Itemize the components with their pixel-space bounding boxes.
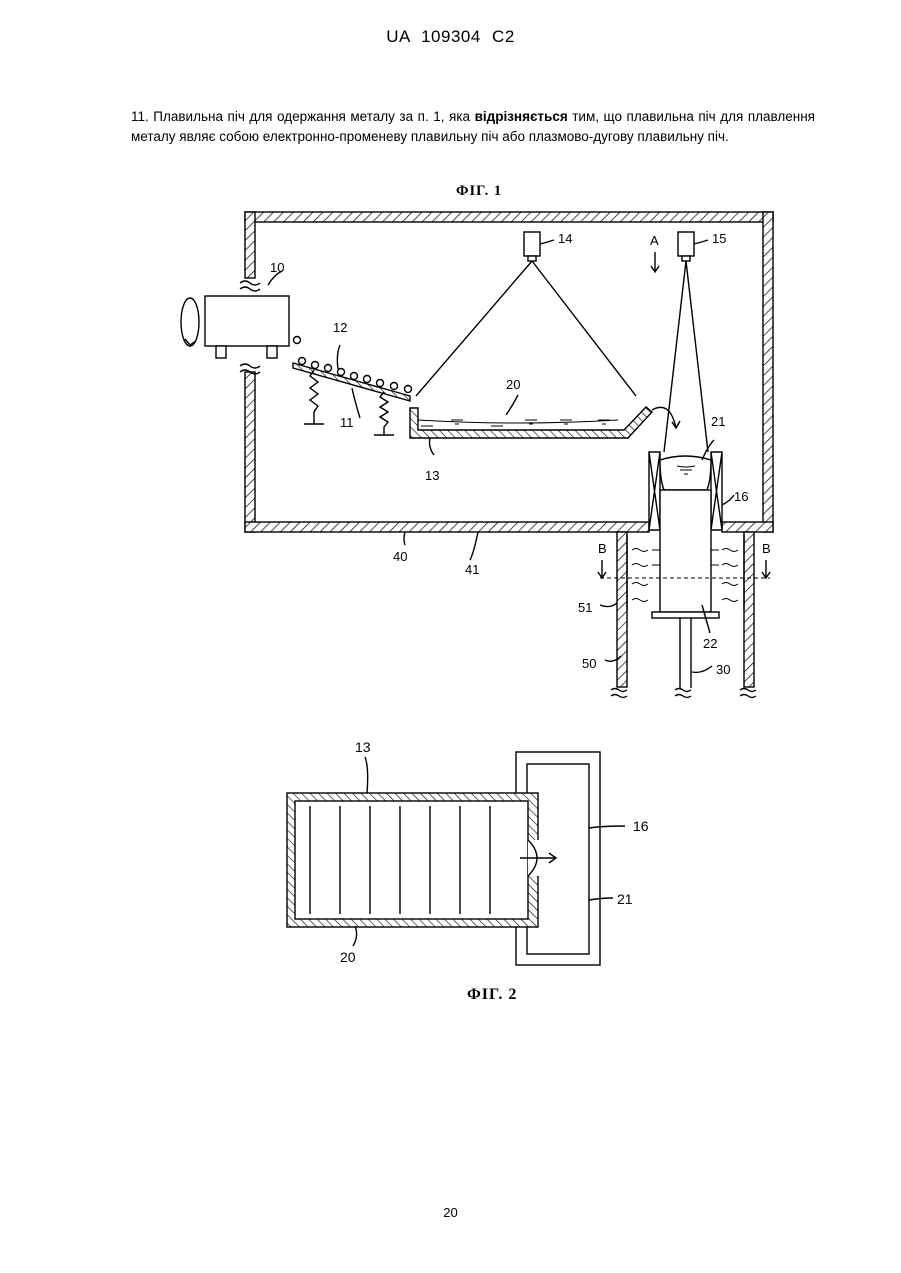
fig1-label-12: 12 — [333, 320, 347, 335]
fig2-label-16: 16 — [633, 818, 649, 834]
fig1-label-14: 14 — [558, 231, 572, 246]
page-number: 20 — [0, 1205, 901, 1220]
fig1-label-11: 11 — [340, 415, 354, 430]
figure-2-title: ФІГ. 2 — [467, 986, 517, 1004]
fig1-label-13: 13 — [425, 468, 439, 483]
fig1-label-10: 10 — [270, 260, 284, 275]
fig1-label-40: 40 — [393, 549, 407, 564]
fig1-label-B-right: B — [762, 541, 771, 556]
fig1-label-16: 16 — [734, 489, 748, 504]
fig1-label-21: 21 — [711, 414, 725, 429]
figure-1-drawing — [181, 212, 773, 698]
fig2-label-13: 13 — [355, 739, 371, 755]
figure-2-drawing — [287, 752, 625, 965]
fig1-label-B-left: B — [598, 541, 607, 556]
fig1-label-22: 22 — [703, 636, 717, 651]
fig1-label-50: 50 — [582, 656, 596, 671]
fig2-label-20: 20 — [340, 949, 356, 965]
fig1-label-41: 41 — [465, 562, 479, 577]
fig1-label-15: 15 — [712, 231, 726, 246]
fig2-label-21: 21 — [617, 891, 633, 907]
fig1-label-51: 51 — [578, 600, 592, 615]
fig1-label-30: 30 — [716, 662, 730, 677]
fig1-label-A: A — [650, 233, 659, 248]
fig1-label-20: 20 — [506, 377, 520, 392]
